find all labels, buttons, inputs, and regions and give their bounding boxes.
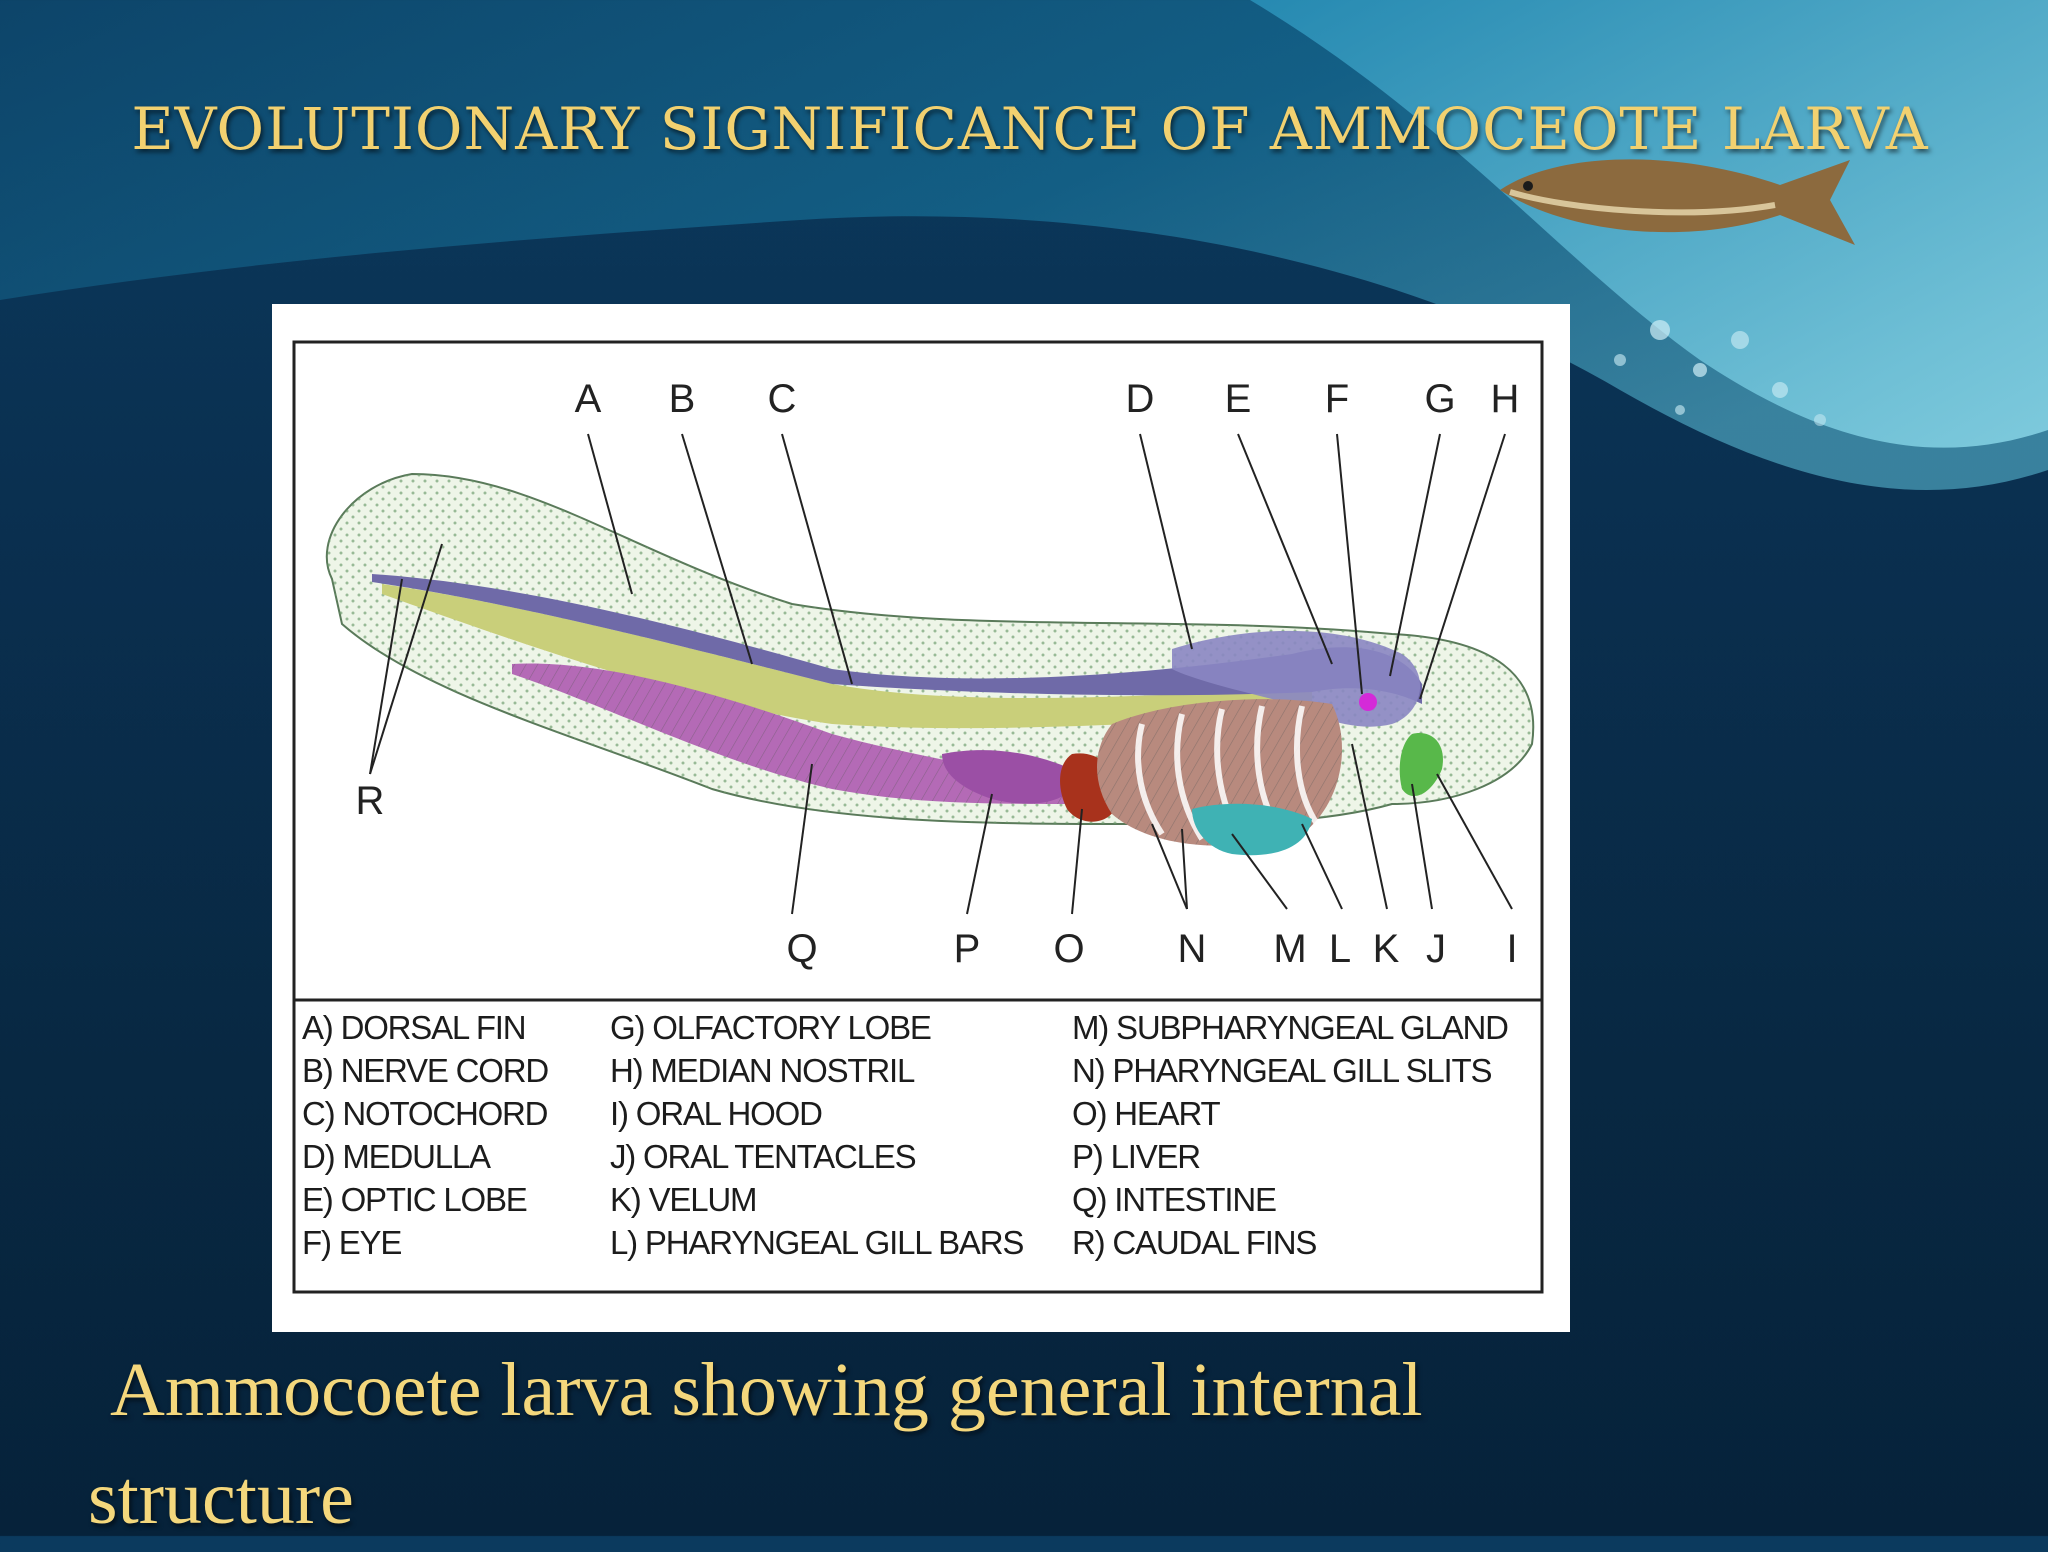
legend-item: D) MEDULLA (302, 1138, 491, 1175)
label-d: D (1126, 377, 1155, 421)
larva-diagram: A B C D E F G H R Q P O N M L K J I A) D… (272, 304, 1570, 1332)
label-f: F (1325, 377, 1349, 421)
slide-caption: Ammocoete larva showing general internal… (88, 1336, 1988, 1552)
legend-item: K) VELUM (610, 1181, 757, 1218)
diagram-legend: A) DORSAL FIN B) NERVE CORD C) NOTOCHORD… (294, 996, 1544, 1296)
legend-item: N) PHARYNGEAL GILL SLITS (1072, 1052, 1492, 1089)
legend-item: G) OLFACTORY LOBE (610, 1009, 932, 1046)
ocean-background (0, 0, 2048, 520)
pointer-lines (369, 433, 1513, 915)
label-b: B (669, 377, 696, 421)
label-e: E (1225, 377, 1252, 421)
liver-shape (942, 750, 1082, 804)
legend-item: H) MEDIAN NOSTRIL (610, 1052, 915, 1089)
legend-item: B) NERVE CORD (302, 1052, 549, 1089)
label-k: K (1373, 927, 1400, 971)
label-q: Q (786, 927, 817, 971)
caption-line-1: Ammocoete larva showing general internal (110, 1348, 1423, 1432)
label-p: P (954, 927, 981, 971)
legend-item: F) EYE (302, 1224, 402, 1261)
eye-shape (1359, 693, 1377, 711)
legend-column-1: A) DORSAL FIN B) NERVE CORD C) NOTOCHORD… (302, 1006, 549, 1264)
label-h: H (1491, 377, 1520, 421)
label-a: A (575, 377, 602, 421)
nerve-cord-shape (372, 574, 1422, 704)
slide-title: EVOLUTIONARY SIGNIFICANCE OF AMMOCEOTE L… (131, 95, 1929, 163)
legend-column-3: M) SUBPHARYNGEAL GLAND N) PHARYNGEAL GIL… (1072, 1006, 1509, 1264)
legend-item: I) ORAL HOOD (610, 1095, 823, 1132)
label-c: C (768, 377, 797, 421)
oral-tentacles-shape (1399, 733, 1443, 797)
legend-column-2: G) OLFACTORY LOBE H) MEDIAN NOSTRIL I) O… (610, 1006, 1024, 1264)
legend-item: P) LIVER (1072, 1138, 1201, 1175)
fish-illustration (1500, 159, 1855, 245)
label-i: I (1506, 927, 1517, 971)
legend-item: M) SUBPHARYNGEAL GLAND (1072, 1009, 1509, 1046)
caption-line-2: structure (88, 1456, 354, 1540)
label-m: M (1273, 927, 1306, 971)
label-j: J (1426, 927, 1446, 971)
label-l: L (1329, 927, 1351, 971)
diagram-frame (292, 340, 1544, 1294)
label-n: N (1178, 927, 1207, 971)
legend-item: C) NOTOCHORD (302, 1095, 549, 1132)
subpharyngeal-gland-shape (1192, 803, 1312, 856)
legend-item: E) OPTIC LOBE (302, 1181, 528, 1218)
legend-item: L) PHARYNGEAL GILL BARS (610, 1224, 1024, 1261)
legend-item: R) CAUDAL FINS (1072, 1224, 1317, 1261)
label-r: R (356, 779, 385, 823)
legend-item: Q) INTESTINE (1072, 1181, 1277, 1218)
legend-item: J) ORAL TENTACLES (610, 1138, 917, 1175)
label-g: G (1424, 377, 1455, 421)
legend-item: O) HEART (1072, 1095, 1221, 1132)
legend-item: A) DORSAL FIN (302, 1009, 527, 1046)
label-o: O (1053, 927, 1084, 971)
